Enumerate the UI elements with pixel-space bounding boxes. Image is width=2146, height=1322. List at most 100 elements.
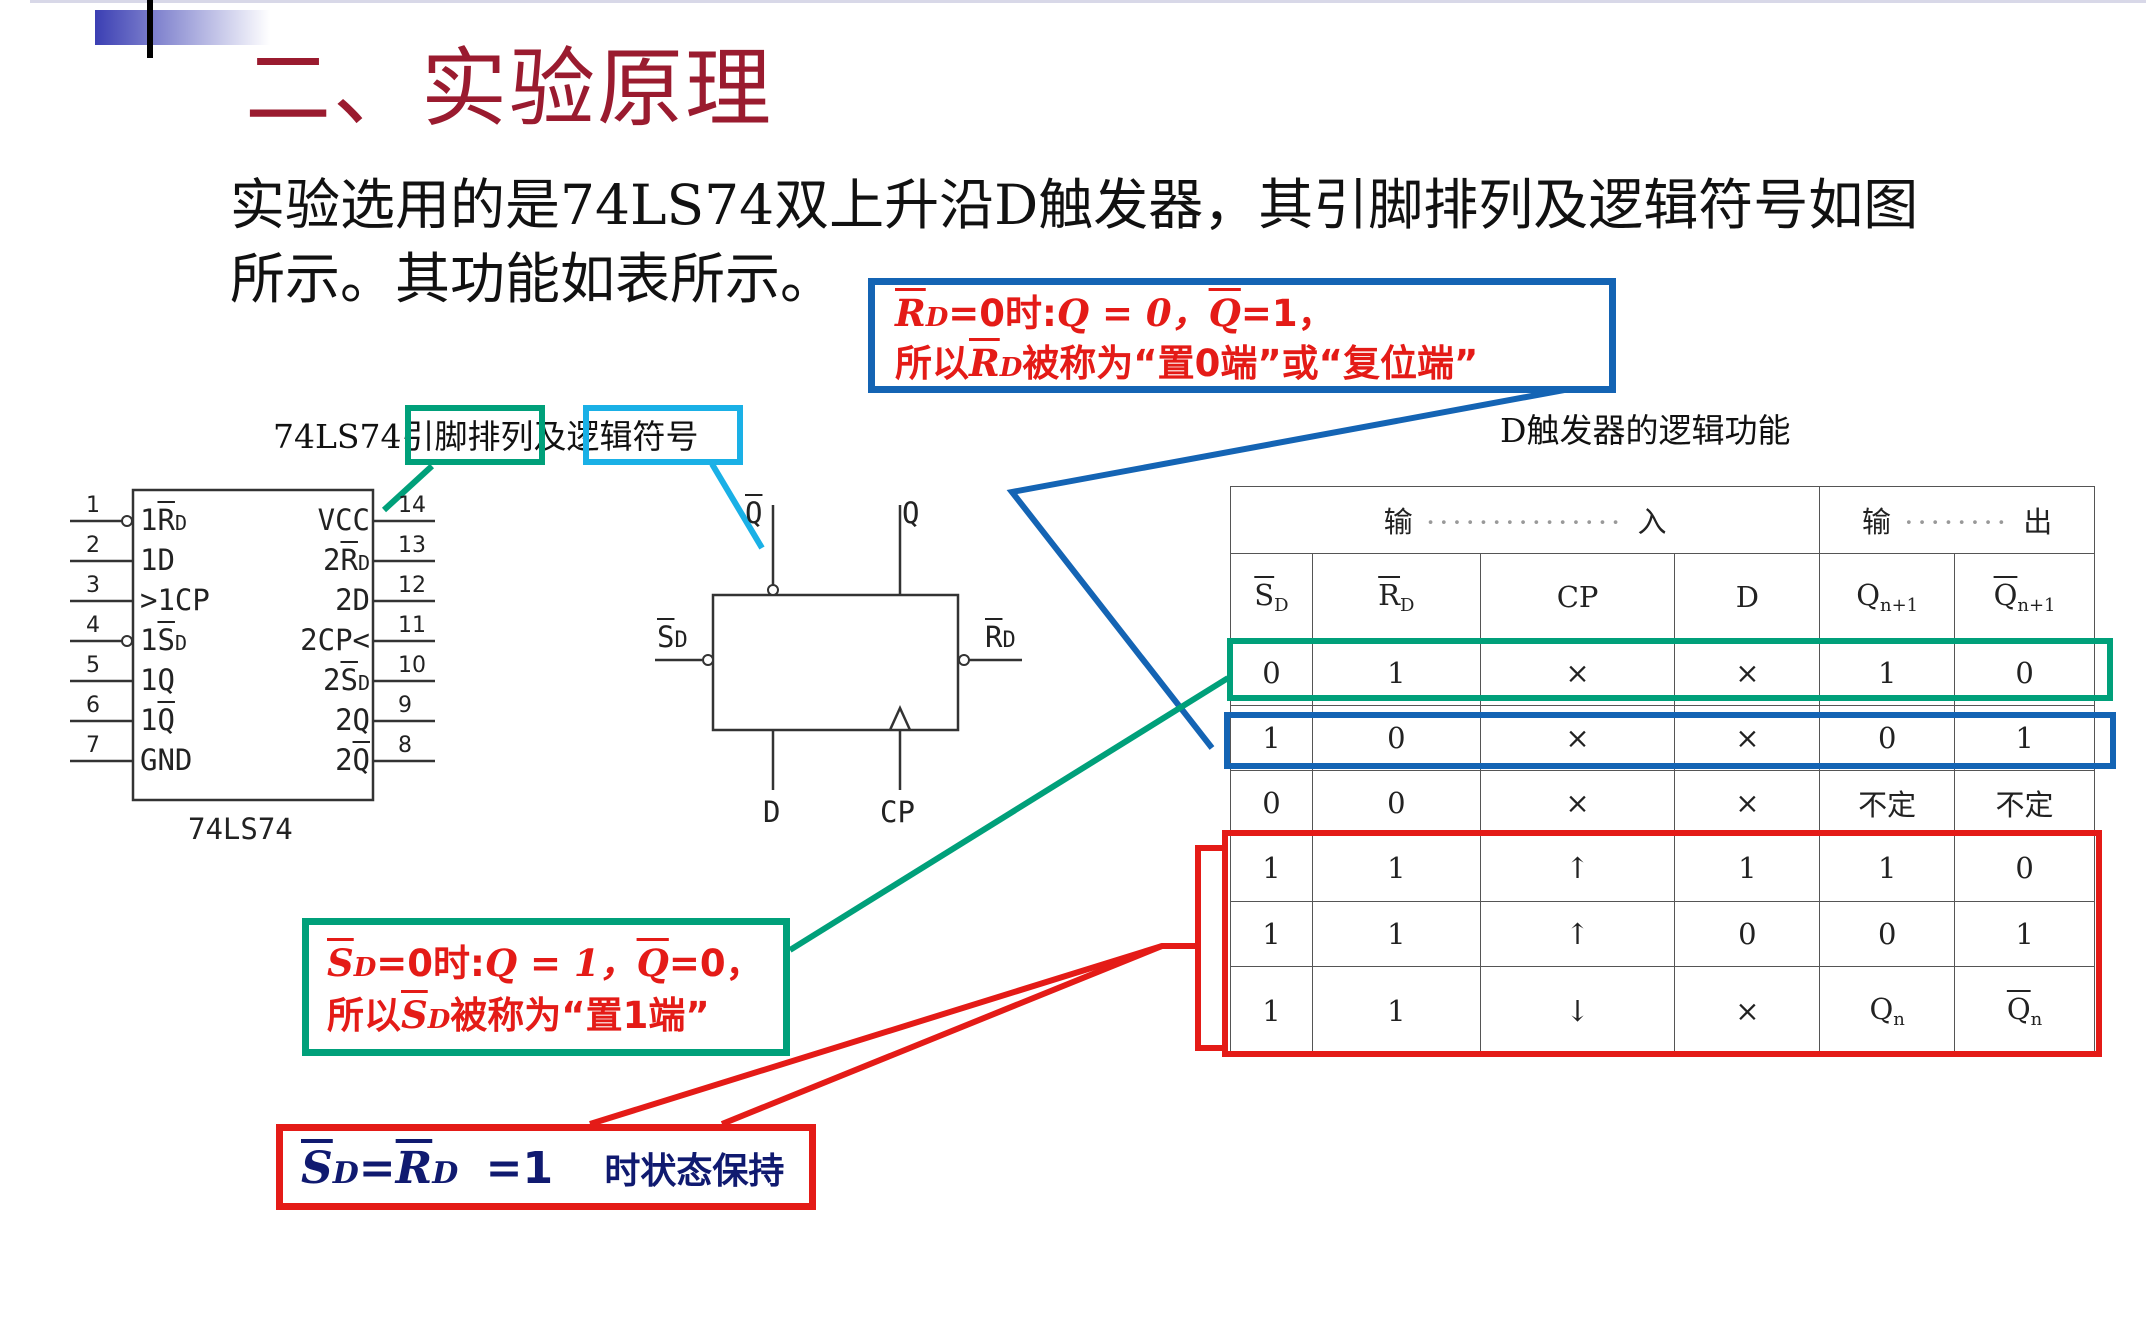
col-cp: CP (1479, 553, 1676, 642)
table-caption: D触发器的逻辑功能 (1500, 411, 1791, 450)
col-qbn1: Qn+1 (1954, 553, 2095, 642)
vcc-callout-box (405, 405, 545, 465)
table-cell: 不定 (1819, 770, 1956, 837)
hold-callout-text: SD=RD =1 时状态保持 (301, 1143, 785, 1194)
hold-callout: SD=RD =1 时状态保持 (276, 1124, 816, 1210)
clock-triangle (888, 704, 912, 731)
truth-table: 输 ··············· 入 输 ········ 出 SD RD C… (1229, 485, 2095, 1057)
table-cell: 0 (1311, 770, 1481, 837)
intro-text: 实验选用的是74LS74双上升沿D触发器，其引脚排列及逻辑符号如图 所示。其功能… (230, 168, 1918, 316)
chip-pin-label: 1D (140, 543, 175, 577)
outputs-header: 输 ········ 出 (1819, 485, 2095, 555)
chip-pin-label: 1Q (140, 703, 175, 737)
chip-pin-number: 2 (86, 533, 100, 558)
rd-callout-line-2: 所以RD被称为“置0端”或“复位端” (895, 341, 1479, 385)
chip-pin-bubble (121, 635, 133, 647)
vcc-pointer (381, 463, 435, 513)
table-group-header: 输 ··············· 入 输 ········ 出 (1229, 485, 2095, 555)
rd-callout: RD=0时:Q = 0，Q=1， 所以RD被称为“置0端”或“复位端” (868, 278, 1616, 393)
header-tick (147, 0, 153, 58)
chip-pin-number: 9 (398, 693, 412, 718)
chip-pin-number: 7 (86, 733, 100, 758)
chip-body (131, 488, 375, 802)
table-cell: × (1674, 770, 1821, 837)
pinout-caption: 74LS74引脚排列及逻辑符号 (273, 417, 699, 456)
rd-callout-pointer (1006, 385, 1576, 750)
chip-pin-label: >1CP (140, 583, 210, 617)
sd-bubble (702, 654, 714, 666)
table-cell: 1 (1230, 835, 1313, 902)
chip-pin-label: 1RD (140, 503, 187, 537)
chip-pin-number: 10 (398, 653, 426, 678)
highlight-rows-clocked (1222, 830, 2102, 1057)
table-cell: × (1674, 965, 1821, 1057)
sd-callout: SD=0时:Q = 1，Q=0， 所以SD被称为“置1端” (302, 918, 790, 1056)
chip-pin-number: 3 (86, 573, 100, 598)
chip-pin-label: GND (140, 743, 193, 777)
col-rd: RD (1311, 553, 1481, 642)
table-cell: 0 (1954, 835, 2095, 902)
chip-pin-label: 2Q (335, 703, 370, 737)
chip-pin-label: 2SD (323, 663, 370, 697)
chip-pin-label: VCC (317, 503, 370, 537)
table-cell: 0 (1819, 900, 1956, 967)
chip-pin-number: 8 (398, 733, 412, 758)
chip-pin-number: 13 (398, 533, 426, 558)
rd-bubble (958, 654, 970, 666)
symbol-cp-label: CP (880, 795, 915, 829)
slide-title: 二、实验原理 (245, 39, 773, 139)
sd-callout-line-1: SD=0时:Q = 1，Q=0， (327, 941, 763, 985)
chip-pin-label: 1SD (140, 623, 187, 657)
chip-pin-bubble (121, 515, 133, 527)
symbol-sd-label: SD (657, 620, 688, 654)
chip-name: 74LS74 (188, 812, 293, 846)
qbar-pointer (709, 462, 765, 550)
sd-callout-pointer (788, 675, 1230, 953)
chip-pin-number: 1 (86, 493, 100, 518)
table-cell: 1 (1674, 835, 1821, 902)
table-cell: ↑ (1479, 900, 1676, 967)
table-cell: 1 (1819, 835, 1956, 902)
symbol-d-label: D (763, 795, 781, 829)
highlight-row-set (1227, 638, 2113, 701)
table-cell: ↓ (1479, 965, 1676, 1057)
header-line (30, 0, 2146, 3)
header-bar (95, 10, 270, 45)
inputs-header: 输 ··············· 入 (1229, 485, 1821, 555)
table-cell: 1 (1311, 900, 1481, 967)
chip-pin-label: 1Q (140, 663, 175, 697)
chip-pin-number: 12 (398, 573, 426, 598)
sd-callout-line-2: 所以SD被称为“置1端” (327, 993, 710, 1037)
col-sd: SD (1230, 553, 1313, 642)
chip-pin-label: 2CP< (300, 623, 370, 657)
table-cell: 1 (1311, 835, 1481, 902)
symbol-body (711, 593, 960, 732)
symbol-q-label: Q (902, 496, 920, 530)
table-cell: Qn (1819, 965, 1956, 1057)
table-cell: 1 (1311, 965, 1481, 1057)
intro-line-2: 所示。其功能如表所示。 (230, 247, 836, 311)
qbar-callout-box (583, 405, 743, 465)
table-cell: 0 (1230, 770, 1313, 837)
table-cell: Qn (1954, 965, 2095, 1057)
table-cell: × (1479, 770, 1676, 837)
highlight-row-reset (1224, 712, 2116, 769)
table-column-header: SD RD CP D Qn+1 Qn+1 (1230, 553, 2095, 642)
col-d: D (1674, 553, 1821, 642)
symbol-qbar-label: Q (745, 496, 763, 530)
table-cell: 0 (1674, 900, 1821, 967)
chip-pin-label: 2RD (323, 543, 370, 577)
table-cell: 1 (1230, 900, 1313, 967)
qbar-bubble (767, 584, 779, 596)
chip-pin-label: 2Q (335, 743, 370, 777)
symbol-rd-label: RD (985, 620, 1016, 654)
chip-pin-number: 14 (398, 493, 426, 518)
rd-callout-line-1: RD=0时:Q = 0，Q=1， (895, 291, 1335, 335)
table-cell: 1 (1954, 900, 2095, 967)
chip-pin-number: 4 (86, 613, 100, 638)
